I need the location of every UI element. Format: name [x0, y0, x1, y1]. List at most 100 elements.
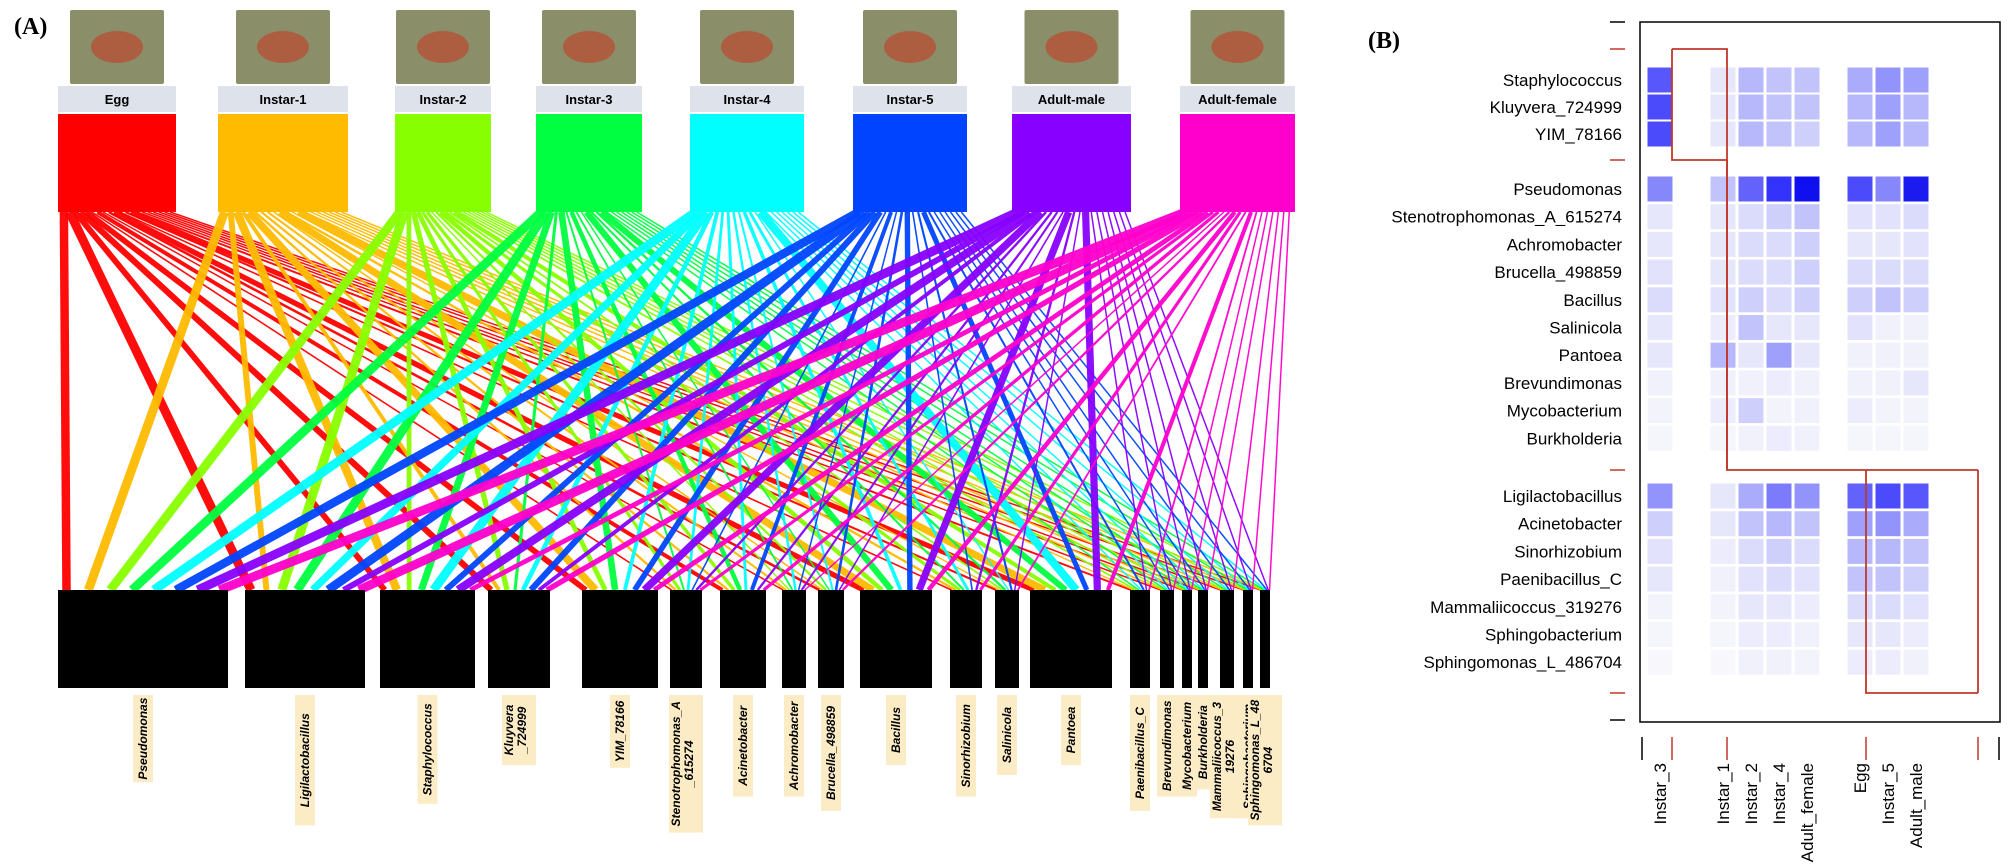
- heat-cell-yim-78166-instar-3: [1646, 120, 1674, 148]
- heat-cell-staphylococcus-instar-4: [1765, 66, 1793, 94]
- heat-cell-kluyvera-724999-adult-male: [1902, 93, 1930, 121]
- link-instar-3-yim-78166: [558, 211, 619, 591]
- column-label-adult-male: Adult_male: [1907, 763, 1926, 848]
- heat-cell-yim-78166-instar-2: [1737, 120, 1765, 148]
- heat-cell-brucella-498859-instar-1: [1709, 258, 1737, 286]
- heat-cell-stenotrophomonas-a-615274-instar-4: [1765, 203, 1793, 231]
- link-adult-female-yim-78166: [652, 210, 1209, 592]
- heat-cell-yim-78166-adult-male: [1902, 120, 1930, 148]
- link-instar-3-kluyvera-724999: [513, 211, 558, 591]
- link-adult-female-stenotrophomonas-a-615274: [699, 210, 1214, 592]
- heat-cell-achromobacter-egg: [1846, 230, 1874, 258]
- stage-label-instar-1: Instar-1: [260, 92, 307, 107]
- link-adult-female-staphylococcus: [469, 209, 1198, 593]
- link-adult-female-pseudomonas: [217, 207, 1188, 595]
- insect-shape-instar-5: [884, 31, 936, 63]
- heat-cell-mammaliicoccus-319276-instar-2: [1737, 593, 1765, 621]
- heat-cell-paenibacillus-c-adult-female: [1793, 565, 1821, 593]
- link-egg-salinicola: [124, 211, 997, 591]
- link-instar-5-ligilactobacillus: [325, 208, 867, 594]
- genus-label-acinetobacter: Acinetobacter: [736, 704, 750, 786]
- heat-cell-brevundimonas-adult-male: [1902, 369, 1930, 397]
- link-adult-female-bacillus: [926, 210, 1237, 592]
- heat-cell-staphylococcus-instar-1: [1709, 66, 1737, 94]
- link-instar-5-pseudomonas: [173, 208, 861, 594]
- heat-cell-mammaliicoccus-319276-egg: [1846, 593, 1874, 621]
- link-adult-female-salinicola: [1017, 211, 1247, 591]
- genus-label-bg-kluyvera-724999: [502, 695, 536, 765]
- row-label-ligilactobacillus: Ligilactobacillus: [1503, 487, 1622, 506]
- link-instar-5-mycobacterium: [939, 211, 1190, 591]
- stage-label-instar-3: Instar-3: [566, 92, 613, 107]
- heat-cell-sphingobacterium-instar-4: [1765, 621, 1793, 648]
- heat-cell-mycobacterium-adult-female: [1793, 397, 1821, 425]
- heat-cell-sphingobacterium-instar-5: [1874, 621, 1902, 648]
- heat-cell-staphylococcus-egg: [1846, 66, 1874, 94]
- genus-label-sinorhizobium: Sinorhizobium: [959, 704, 973, 788]
- genus-block-stenotrophomonas-a-615274: [670, 590, 702, 688]
- genus-block-burkholderia: [1198, 590, 1208, 688]
- heat-cell-achromobacter-instar-4: [1765, 230, 1793, 258]
- genus-label-bg-stenotrophomonas-a-615274: [669, 695, 703, 833]
- genus-block-salinicola: [995, 590, 1019, 688]
- heat-cell-burkholderia-instar-1: [1709, 424, 1737, 452]
- row-label-achromobacter: Achromobacter: [1507, 235, 1623, 254]
- insect-shape-instar-2: [417, 31, 469, 63]
- panel-a-label: (A): [14, 14, 47, 40]
- row-label-sphingobacterium: Sphingobacterium: [1485, 626, 1622, 645]
- link-instar-1-brucella-498859: [273, 211, 824, 591]
- heat-cell-sinorhizobium-adult-female: [1793, 537, 1821, 565]
- stage-label-instar-5: Instar-5: [887, 92, 934, 107]
- link-instar-3-staphylococcus: [418, 210, 555, 592]
- heat-cell-sphingobacterium-instar-3: [1646, 621, 1674, 648]
- genus-label-bg-salinicola: [997, 695, 1017, 775]
- insect-shape-instar-4: [721, 31, 773, 63]
- heat-cell-yim-78166-instar-5: [1874, 120, 1902, 148]
- heat-cell-salinicola-adult-female: [1793, 314, 1821, 341]
- heat-cell-pseudomonas-instar-2: [1737, 175, 1765, 203]
- link-adult-female-achromobacter: [804, 211, 1225, 591]
- link-instar-5-yim-78166: [632, 210, 883, 592]
- panel-b-heatmap: (B) StaphylococcusKluyvera_724999YIM_781…: [1368, 21, 2001, 862]
- genus-label-mammaliicoccus-319276: Mammaliicoccus_319276: [1210, 702, 1237, 812]
- column-label-adult-female: Adult_female: [1798, 763, 1817, 862]
- heat-cell-stenotrophomonas-a-615274-instar-5: [1874, 203, 1902, 231]
- genus-label-salinicola: Salinicola: [1000, 707, 1014, 763]
- heat-cell-brevundimonas-instar-2: [1737, 369, 1765, 397]
- heat-cell-bacillus-instar-3: [1646, 286, 1674, 314]
- link-adult-male-acinetobacter: [756, 211, 1053, 591]
- heat-cell-bacillus-adult-male: [1902, 286, 1930, 314]
- link-adult-male-mammaliicoccus-319276: [1113, 211, 1233, 591]
- link-egg-achromobacter: [102, 211, 784, 591]
- link-adult-female-paenibacillus-c: [1148, 211, 1258, 591]
- link-adult-female-burkholderia: [1206, 211, 1274, 591]
- insect-shape-egg: [91, 31, 143, 63]
- genus-block-yim-78166: [582, 590, 658, 688]
- heat-cell-sphingomonas-l-486704-instar-2: [1737, 648, 1765, 676]
- genus-block-mammaliicoccus-319276: [1220, 590, 1234, 688]
- heat-cell-stenotrophomonas-a-615274-adult-male: [1902, 203, 1930, 231]
- heat-cell-salinicola-egg: [1846, 314, 1874, 341]
- link-egg-pseudomonas: [59, 211, 71, 591]
- heat-cell-sphingobacterium-instar-1: [1709, 621, 1737, 648]
- genus-label-yim-78166: YIM_78166: [613, 700, 627, 762]
- genus-label-ligilactobacillus: Ligilactobacillus: [298, 713, 312, 807]
- link-adult-male-paenibacillus-c: [1090, 211, 1148, 591]
- link-instar-5-acinetobacter: [749, 211, 893, 591]
- panel-b-label: (B): [1368, 28, 1400, 54]
- heat-cell-achromobacter-instar-1: [1709, 230, 1737, 258]
- row-label-burkholderia: Burkholderia: [1527, 429, 1623, 448]
- genus-label-achromobacter: Achromobacter: [787, 700, 801, 791]
- heat-cell-mammaliicoccus-319276-instar-4: [1765, 593, 1793, 621]
- link-adult-female-mammaliicoccus-319276: [1232, 211, 1280, 591]
- heat-cell-paenibacillus-c-adult-male: [1902, 565, 1930, 593]
- genus-label-bg-yim-78166: [610, 695, 630, 768]
- insect-shape-instar-1: [257, 31, 309, 63]
- genus-label-bg-sphingomonas-l-486704: [1248, 695, 1282, 826]
- genus-label-bg-achromobacter: [784, 695, 804, 797]
- stage-label-bg-egg: [58, 86, 176, 112]
- heat-cell-yim-78166-adult-female: [1793, 120, 1821, 148]
- genus-label-bg-brucella-498859: [821, 695, 841, 811]
